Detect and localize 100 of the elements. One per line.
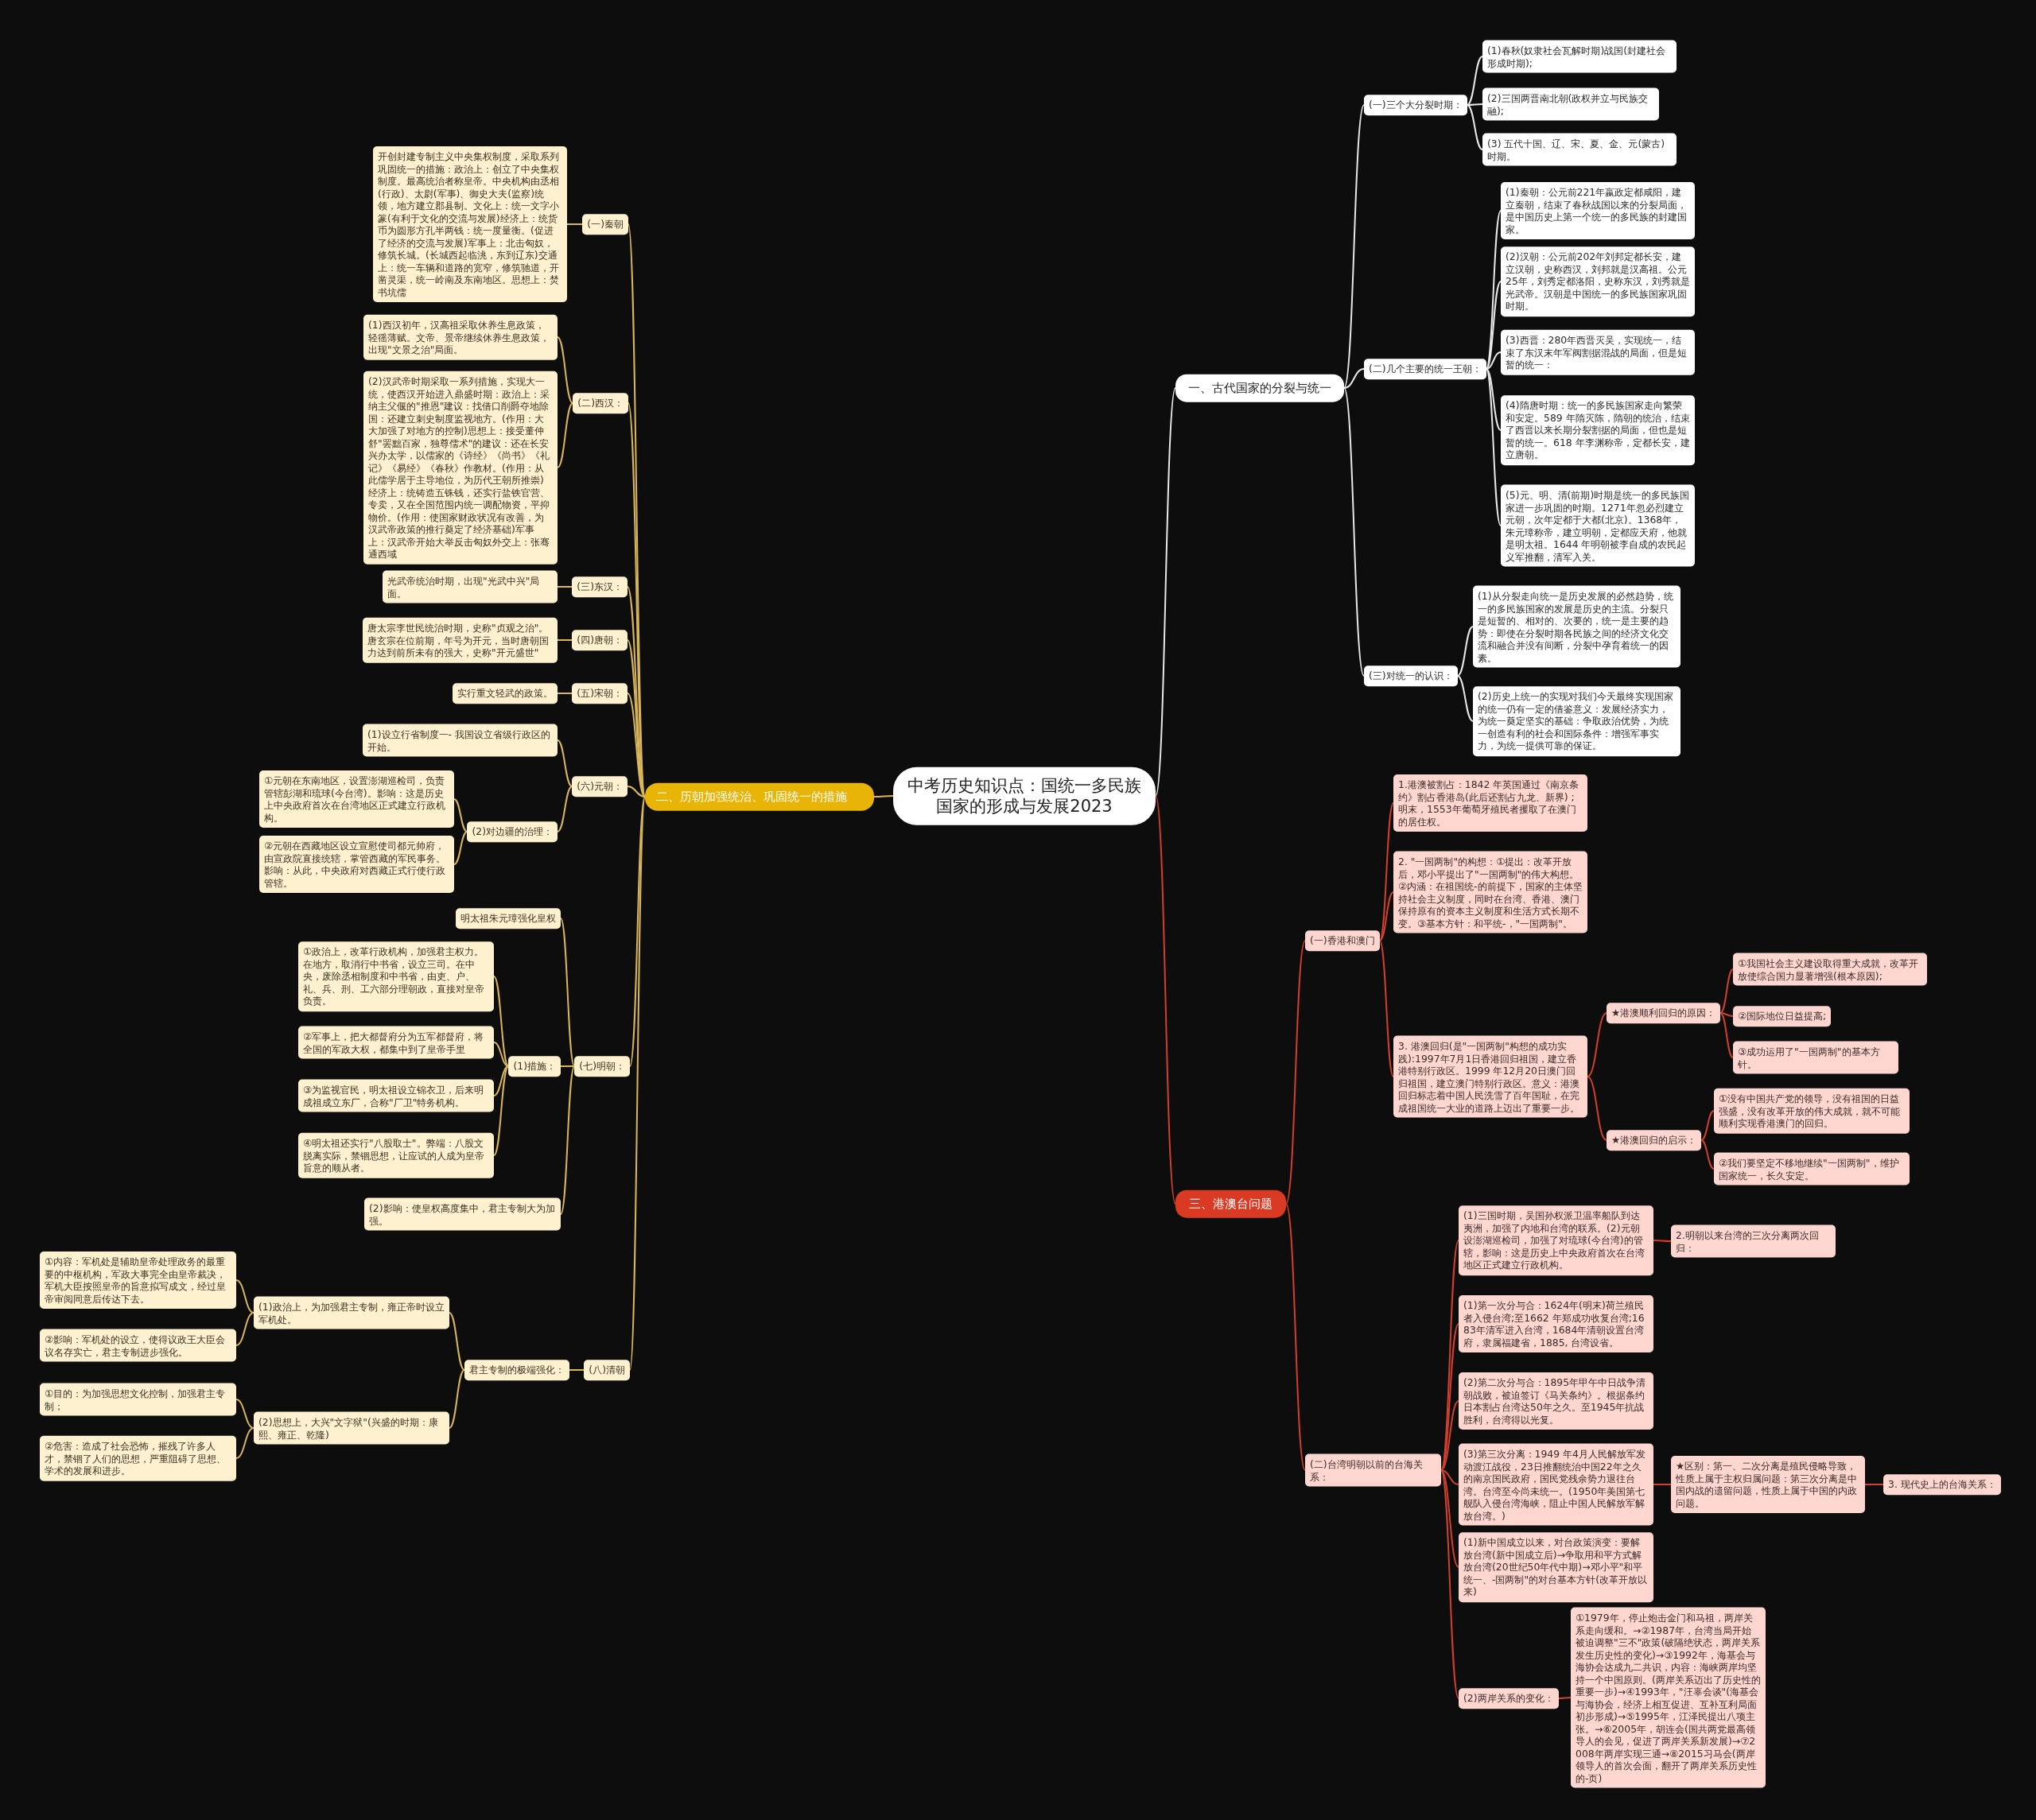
connector-line — [235, 1427, 254, 1459]
connector-line — [1653, 1484, 1672, 1485]
connector-line — [1378, 891, 1394, 941]
connector-line — [557, 336, 574, 404]
connector-line — [1466, 56, 1483, 106]
connector-line — [560, 1065, 576, 1067]
connector-line — [235, 1279, 254, 1314]
connector-line — [1285, 940, 1306, 1205]
connector-line — [560, 1065, 576, 1215]
topic-box: (5)元、明、清(前期)时期是统一的多民族国家进一步巩固的时期。1271年忽必烈建立元朝，次年定都于大都(北京)。1368年，朱元璋称帝，建立明朝，定都应天府，他就是明太祖。1644 年明朝被李自成的农民起义军推翻，清军入关。 — [1501, 484, 1695, 567]
topic-box: (2)思想上，大兴"文字狱"(兴盛的时期：康熙、雍正、乾隆) — [254, 1411, 449, 1445]
connector-line — [1700, 1110, 1715, 1141]
connector-line — [1456, 626, 1474, 677]
connector-line — [1440, 1469, 1459, 1699]
topic-box: 2. "一国两制"的构想：①提出：改革开放后，邓小平提出了"一国两制"的伟大构想。②内涵：在祖国统-的前提下，国家的主体坚持社会主义制度，同时在台湾、香港、澳门保持原有的资本主义制度和生活方式长期不变。③基本方针：和平统-，"一国两制"。 — [1393, 851, 1587, 933]
connector-line — [629, 796, 646, 1067]
connector-line — [629, 796, 646, 1371]
topic-box: ②我们要坚定不移地继续"一国两制"，维护国家统一，长久安定。 — [1714, 1152, 1910, 1186]
topic-box: ②军事上，把大都督府分为五军都督府，将全国的军政大权，都集中到了皇帝手里 — [298, 1026, 494, 1059]
connector-line — [1700, 1139, 1715, 1170]
connector-line — [1343, 104, 1365, 389]
connector-line — [1485, 368, 1502, 431]
connector-line — [493, 976, 510, 1067]
connector-line — [1557, 1697, 1572, 1699]
topic-box: ①内容：军机处是辅助皇帝处理政务的最重要的中枢机构，军政大事完全由皇帝裁决，军机大臣按照皇帝的旨意拟写成文，经过皇帝审阅同意后传达下去。 — [40, 1251, 236, 1309]
connector-line — [1440, 1400, 1459, 1471]
topic-box: ②影响：军机处的设立，使得议政王大臣会议名存实亡，君主专制进步强化。 — [40, 1329, 236, 1362]
connector-line — [449, 1369, 465, 1429]
topic-box: (2)两岸关系的变化： — [1459, 1688, 1559, 1709]
topic-box: 3. 港澳回归(是"一国两制"构想的成功实践):1997年7月1日香港回归祖国，建立香港特别行政区。1999 年12月20日澳门回归祖国，建立澳门特别行政区。意义：港澳回归标志着中国人民洗雪了百年国耻，在完成祖国统一大业的道路上迈出了重要一步。 — [1393, 1035, 1587, 1118]
connector-line — [493, 1065, 510, 1156]
connector-line — [1719, 968, 1734, 1014]
connector-line — [566, 223, 584, 225]
connector-line — [1485, 368, 1502, 526]
connector-line — [560, 918, 576, 1067]
connector-line — [1456, 675, 1474, 722]
connector-line — [1285, 1203, 1306, 1471]
topic-box: (三)东汉： — [572, 576, 628, 597]
topic-box: (1)措施： — [508, 1056, 561, 1077]
connector-line — [627, 639, 646, 797]
topic-box: (2)三国两晋南北朝(政权并立与民族交融); — [1482, 87, 1659, 121]
topic-box: ①目的：为加强思想文化控制，加强君主专制； — [40, 1383, 236, 1416]
topic-box: (1)设立行省制度一- 我国设立省级行政区的开始。 — [363, 724, 558, 757]
topic-box: (二)几个主要的统一王朝： — [1364, 359, 1486, 379]
topic-box: (二)西汉： — [573, 393, 628, 413]
connector-line — [1587, 1012, 1607, 1077]
connector-line — [1343, 387, 1365, 677]
connector-line — [1378, 940, 1394, 1077]
connector-line — [453, 798, 468, 832]
connector-line — [1155, 387, 1176, 797]
connector-line — [1378, 802, 1394, 941]
topic-box: 3. 现代史上的台海关系： — [1883, 1474, 2001, 1495]
topic-box: (2)对边疆的治理： — [467, 821, 558, 842]
topic-box: ④明太祖还实行"八股取士"。弊端：八股文脱离实际，禁锢思想，让应试的人成为皇帝旨意的顺从者。 — [298, 1132, 494, 1178]
connector-line — [1485, 351, 1502, 370]
topic-box: (五)宋朝： — [572, 683, 628, 704]
topic-box: (2)汉武帝时期采取一系列措施，实现大一统，使西汉开始进入鼎盛时期：政治上：采纳主父偃的"推恩"建议：找借口削爵夺地除国：还建立刺史制度监视地方。(作用：大大加强了对地方的控制)思想上：接受董仲舒"罢黜百家，独尊儒术"的建议：还在长安兴办太学，以儒家的《诗经》《尚书》《礼记》《易经》《春秋》作教材。(作用：从此儒学居于主导地位，为历代王朝所推崇)经济上：统铸造五铢钱，还实行盐铁官营、专卖，又在全国范围内统一调配物资，平抑物价。(作用：使国家财政状况有改善，为汉武帝政策的推行奠定了经济基础)军事上：汉武帝开始大举反击匈奴外交上：张骞通西域 — [363, 371, 558, 565]
central-topic: 中考历史知识点：国统一多民族国家的形成与发展2023 — [893, 766, 1156, 825]
connector-line — [453, 831, 468, 865]
topic-box: 唐太宗李世民统治时期，史称"贞观之治"。唐玄宗在位前期，年号为开元，当时唐朝国力达到前所未有的强大，史称"开元盛世" — [363, 617, 558, 663]
connector-line — [1343, 368, 1365, 389]
topic-box: (3)第三次分离：1949 年4月人民解放军发动渡江战役，23日推翻统治中国22年之久的南京国民政府，国民党残余势力退往台湾。台湾至今尚未统一。(1950年美国第七舰队入侵台湾海峡，阻止中国人民解放军解放台湾。) — [1459, 1443, 1653, 1526]
connector-line — [569, 1369, 585, 1371]
topic-box: (2)影响：使皇权高度集中，君主专制大为加强。 — [364, 1197, 561, 1231]
topic-box: (一)三个大分裂时期： — [1364, 95, 1467, 115]
connector-line — [557, 639, 573, 641]
topic-box: (二)台湾明朝以前的台海关系： — [1305, 1453, 1441, 1487]
topic-box: 1.港澳被割占：1842 年英国通过《南京条约》割占香港岛(此后还割占九龙、新界) ;明末，1553年葡萄牙殖民者攫取了在澳门的居住权。 — [1393, 774, 1587, 832]
connector-line — [1440, 1469, 1459, 1568]
connector-line — [1864, 1484, 1884, 1485]
branch-topic: 二、历朝加强统治、巩固统一的措施 — [645, 782, 874, 811]
connector-line — [1440, 1469, 1459, 1485]
topic-box: (八)清朝 — [584, 1360, 630, 1380]
topic-box: ①没有中国共产党的领导，没有祖国的日益强盛，没有改革开放的伟大成就，就不可能顺利实现香港澳门的回归。 — [1714, 1088, 1910, 1134]
connector-line — [449, 1312, 465, 1371]
topic-box: (2)第二次分与合：1895年甲午中日战争清朝战败，被迫签订《马关条约》。根据条约日本割占台湾达50年之久。至1945年抗战胜利，台湾得以光复。 — [1459, 1372, 1653, 1430]
topic-box: (一)秦朝 — [582, 214, 628, 235]
topic-box: (4)隋唐时期：统一的多民族国家走向繁荣和安定。589 年隋灭陈，隋朝的统治，结束了西晋以来长期分裂割据的局面，但也是短暂的统一。618 年李渊称帝，定都长安，建立唐朝。 — [1501, 395, 1695, 465]
topic-box: (1)新中国成立以来，对台政策演变：要解放台湾(新中国成立后)→争取用和平方式解放台湾(20世纪50年代中期)→邓小平"和平统一、-国两制"的对台基本方针(改革开放以来) — [1459, 1532, 1653, 1602]
topic-box: (1)三国时期，吴国孙权派卫温率船队到达夷洲，加强了内地和台湾的联系。(2)元朝设澎湖巡检司，加强了对琉球(今台湾)的管辖，影响：这是历史上中央政府首次在台湾地区正式建立行政机构。 — [1459, 1205, 1653, 1275]
connector-line — [493, 1042, 510, 1067]
topic-box: 2.明朝以来台湾的三次分离两次回归： — [1671, 1224, 1836, 1258]
topic-box: (1)从分裂走向统一是历史发展的必然趋势，统一的多民族国家的发展是历史的主流。分裂只是短暂的、相对的、次要的，统一是主要的趋势：即使在分裂时期各民族之间的经济文化交流和融合并没有间断，分裂中孕育着统一的因素。 — [1473, 585, 1680, 668]
topic-box: 实行重文轻武的政策。 — [453, 683, 558, 704]
topic-box: (六)元朝： — [572, 776, 628, 797]
connector-line — [1466, 104, 1483, 150]
connector-line — [235, 1312, 254, 1346]
topic-box: 君主专制的极端强化： — [464, 1360, 569, 1380]
topic-box: (2)汉朝：公元前202年刘邦定都长安，建立汉朝，史称西汉，刘邦就是汉高祖。公元25年，刘秀定都洛阳，史称东汉，刘秀就是光武帝。汉朝是中国统一的多民族国家巩固时期。 — [1501, 246, 1695, 316]
topic-box: (一)香港和澳门 — [1305, 930, 1380, 951]
topic-box: (1)政治上，为加强君主专制，雍正帝时设立军机处。 — [254, 1296, 449, 1329]
topic-box: ②元朝在西藏地区设立宣慰使司都元帅府，由宣政院直接统辖，掌管西藏的军民事务。影响：从此，中央政府对西藏正式行使行政管辖。 — [259, 836, 454, 893]
topic-box: ★港澳回归的启示： — [1607, 1130, 1702, 1151]
connector-line — [1653, 1240, 1672, 1242]
topic-box: ②危害：造成了社会恐怖，摧残了许多人才，禁锢了人们的思想，严重阻碍了思想、学术的发展和进步。 — [40, 1435, 236, 1481]
topic-box: (1)秦朝：公元前221年嬴政定都咸阳，建立秦朝，结束了春秋战国以来的分裂局面，是中国历史上第一个统一的多民族的封建国家。 — [1501, 182, 1695, 239]
topic-box: (七)明朝： — [574, 1056, 630, 1077]
connector-line — [557, 402, 574, 468]
connector-line — [557, 693, 573, 694]
branch-topic: 一、古代国家的分裂与统一 — [1175, 374, 1344, 402]
